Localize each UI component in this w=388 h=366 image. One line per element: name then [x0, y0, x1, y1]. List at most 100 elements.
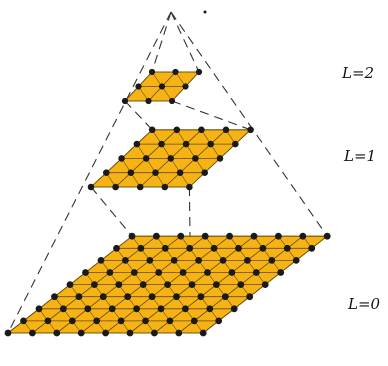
level-1 — [87, 126, 254, 191]
projection-line-l2-l1-a — [124, 100, 153, 131]
level-0-node — [155, 269, 163, 276]
level-2-node — [172, 68, 179, 76]
level-0-node — [228, 269, 236, 276]
projection-line-inner-2 — [170, 11, 200, 73]
level-0-node — [29, 329, 36, 337]
level-0-node — [66, 281, 74, 288]
level-0-node — [186, 244, 194, 252]
level-1-node — [192, 155, 199, 162]
level-1-node — [207, 140, 214, 148]
level-0-node — [250, 232, 258, 240]
projection-line-l1-l0-b — [188, 186, 191, 237]
level-2-node — [158, 83, 166, 90]
level-label-0: L=0 — [347, 295, 381, 313]
projection-line-l2-l1-b — [171, 100, 251, 131]
level-0-node — [219, 257, 227, 264]
level-1-node — [198, 126, 205, 134]
level-2-node — [145, 97, 152, 105]
projection-line-left — [7, 11, 172, 334]
level-1-diag-line — [136, 143, 166, 188]
level-0-node — [246, 293, 254, 301]
level-1-node — [182, 140, 190, 148]
level-1-diag-line — [176, 129, 205, 173]
level-0-node — [323, 232, 331, 240]
level-0-node — [4, 329, 12, 337]
level-0-node — [97, 257, 105, 264]
level-0-node — [201, 232, 209, 240]
level-0-node — [106, 269, 114, 276]
level-0-node — [44, 317, 52, 325]
level-0-node — [237, 281, 245, 288]
level-0-node — [146, 257, 154, 264]
level-1-node — [87, 183, 95, 191]
level-0-node — [51, 293, 58, 301]
level-1-node — [148, 126, 156, 134]
level-0-node — [164, 281, 172, 288]
level-2-node — [195, 68, 203, 76]
level-0-node — [53, 329, 61, 337]
level-0-node — [35, 305, 43, 313]
level-0-node — [244, 257, 251, 264]
level-0-node — [230, 305, 238, 313]
level-0-node — [215, 317, 223, 325]
level-2-node — [168, 97, 176, 105]
level-0-node — [283, 244, 291, 252]
level-0-node — [166, 317, 174, 325]
level-1-node — [152, 169, 159, 176]
level-1-node — [103, 169, 110, 176]
level-0-node — [113, 244, 120, 252]
level-label-1: L=1 — [343, 147, 376, 165]
level-0-node — [252, 269, 260, 276]
level-0-node — [82, 269, 89, 276]
level-0-node — [133, 305, 141, 313]
level-1-node — [222, 126, 230, 134]
level-1-node — [133, 140, 141, 148]
level-0-node — [108, 305, 116, 313]
level-0-node — [177, 232, 185, 240]
level-0-node — [277, 269, 285, 276]
level-0-node — [139, 281, 147, 288]
level-0-node — [161, 244, 169, 252]
level-0-node — [235, 244, 242, 252]
level-2 — [121, 68, 203, 105]
level-0-node — [151, 329, 158, 337]
level-0-node — [77, 329, 85, 337]
level-0-node — [124, 293, 132, 301]
level-1-node — [186, 183, 193, 191]
level-0-node — [188, 281, 196, 288]
level-1-node — [161, 183, 169, 191]
level-0-node — [299, 232, 307, 240]
level-0-node — [226, 232, 234, 240]
level-0-node — [91, 281, 98, 288]
level-1-node — [201, 169, 208, 176]
level-0-diag-line — [253, 236, 281, 273]
level-0-node — [126, 329, 134, 337]
level-0-node — [259, 244, 267, 252]
level-0-node — [153, 232, 160, 240]
level-1-node — [232, 140, 239, 148]
level-0-node — [175, 329, 183, 337]
level-0 — [4, 232, 331, 337]
level-0-node — [84, 305, 92, 313]
level-0-node — [210, 244, 218, 252]
level-2-node — [182, 83, 189, 90]
level-0-node — [213, 281, 220, 288]
level-0-node — [148, 293, 156, 301]
level-0-node — [170, 257, 178, 264]
level-0-node — [197, 293, 205, 301]
level-0-node — [99, 293, 107, 301]
level-0-node — [117, 317, 125, 325]
level-1-node — [127, 169, 135, 176]
level-0-node — [173, 293, 180, 301]
level-0-node — [261, 281, 269, 288]
level-0-node — [20, 317, 27, 325]
level-2-node — [135, 83, 142, 90]
level-1-node — [167, 155, 175, 162]
level-label-2: L=2 — [341, 64, 374, 82]
level-0-node — [206, 305, 214, 313]
level-1-node — [216, 155, 224, 162]
level-1-node — [142, 155, 150, 162]
level-0-node — [142, 317, 149, 325]
